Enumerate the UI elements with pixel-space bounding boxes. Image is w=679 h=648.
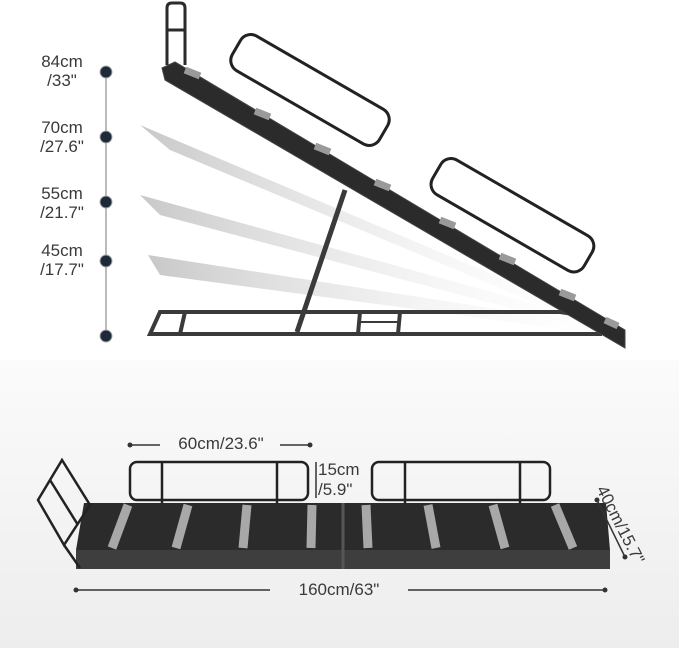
- ramp-treads: [183, 66, 620, 330]
- ghost-ramp-45: [148, 255, 600, 334]
- height-label-55: 55cm/21.7": [40, 184, 84, 222]
- side-rail-left: [128, 460, 310, 502]
- ramp-handle: [165, 1, 187, 65]
- marker-70: [99, 130, 113, 144]
- side-rail-right: [370, 460, 552, 502]
- height-label-70: 70cm/27.6": [40, 118, 84, 156]
- side-rail-lower: [429, 157, 596, 274]
- folded-handle: [36, 457, 92, 569]
- length-label: 160cm/63": [298, 580, 380, 599]
- marker-55: [99, 195, 113, 209]
- ghost-ramp-70: [140, 125, 600, 330]
- rail-height-label: 15cm/5.9": [318, 460, 360, 499]
- flat-side-rails: [128, 460, 552, 506]
- marker-84: [99, 65, 113, 79]
- height-label-45: 45cm/17.7": [40, 241, 84, 279]
- rail-length-label: 60cm/23.6": [178, 434, 264, 453]
- ghost-ramp-55: [140, 195, 600, 332]
- marker-45: [99, 254, 113, 268]
- support-leg: [294, 189, 348, 333]
- inclined-ramp: [161, 61, 626, 349]
- marker-0: [99, 329, 113, 343]
- flat-treads: [107, 503, 578, 550]
- height-label-84: 84cm/33": [41, 52, 83, 90]
- side-rail-upper: [229, 33, 391, 147]
- height-markers: [99, 65, 113, 343]
